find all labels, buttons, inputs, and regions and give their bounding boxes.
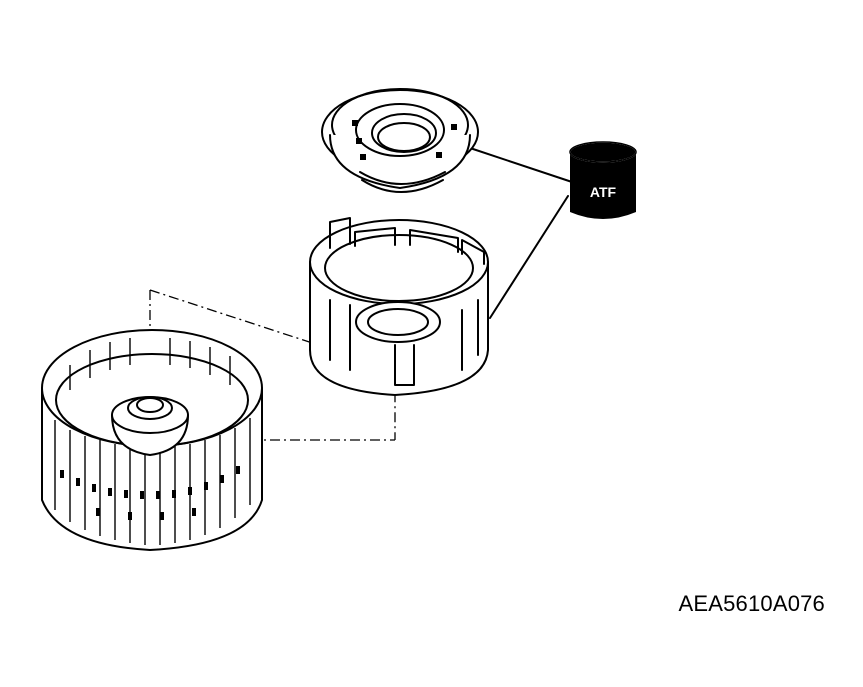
clutch-hub <box>41 329 263 551</box>
atf-container: ATF <box>569 141 637 219</box>
atf-label: ATF <box>590 184 617 200</box>
figure-reference-code: AEA5610A076 <box>678 591 825 616</box>
leader-lines <box>469 147 576 319</box>
clutch-drum <box>309 217 489 396</box>
piston <box>321 88 479 193</box>
